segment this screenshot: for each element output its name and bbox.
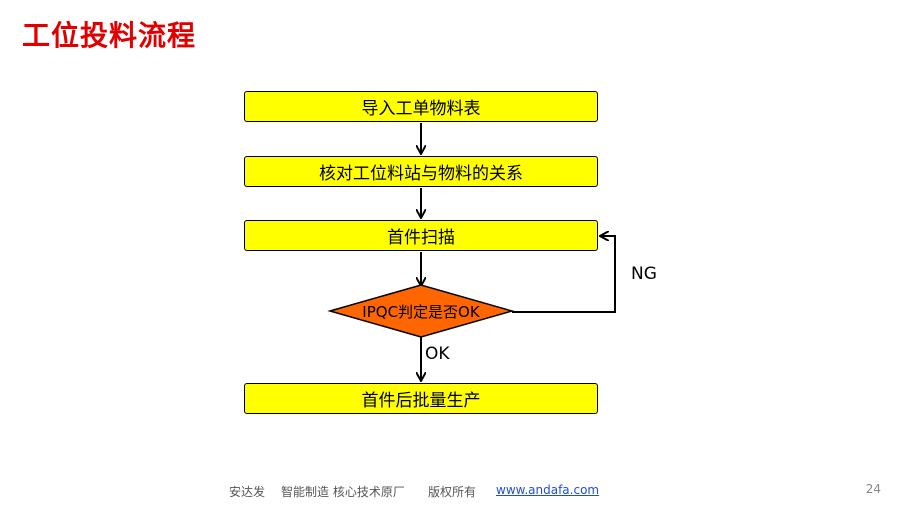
footer-rights: 版权所有 [428,485,477,499]
step-import-label: 导入工单物料表 [361,99,481,119]
step-scan-box: 首件扫描 [244,220,598,251]
page-number: 24 [865,482,881,496]
page-title: 工位投料流程 [22,19,197,52]
footer-website-link[interactable]: www.andafa.com [496,483,600,497]
decision-label: IPQC判定是否OK [362,302,480,321]
step-produce-label: 首件后批量生产 [361,391,481,411]
step-verify-box: 核对工位料站与物料的关系 [244,156,598,187]
edge-label-ng: NG [631,264,657,284]
arrow-ng-loop [512,236,616,313]
footer-slogan: 智能制造 核心技术原厂 [281,485,405,499]
step-scan-label: 首件扫描 [387,228,455,248]
step-import-box: 导入工单物料表 [244,91,598,122]
edge-label-ok: OK [425,344,450,364]
footer-company: 安达发 [229,485,266,499]
step-verify-label: 核对工位料站与物料的关系 [319,164,523,184]
step-produce-box: 首件后批量生产 [244,383,598,414]
